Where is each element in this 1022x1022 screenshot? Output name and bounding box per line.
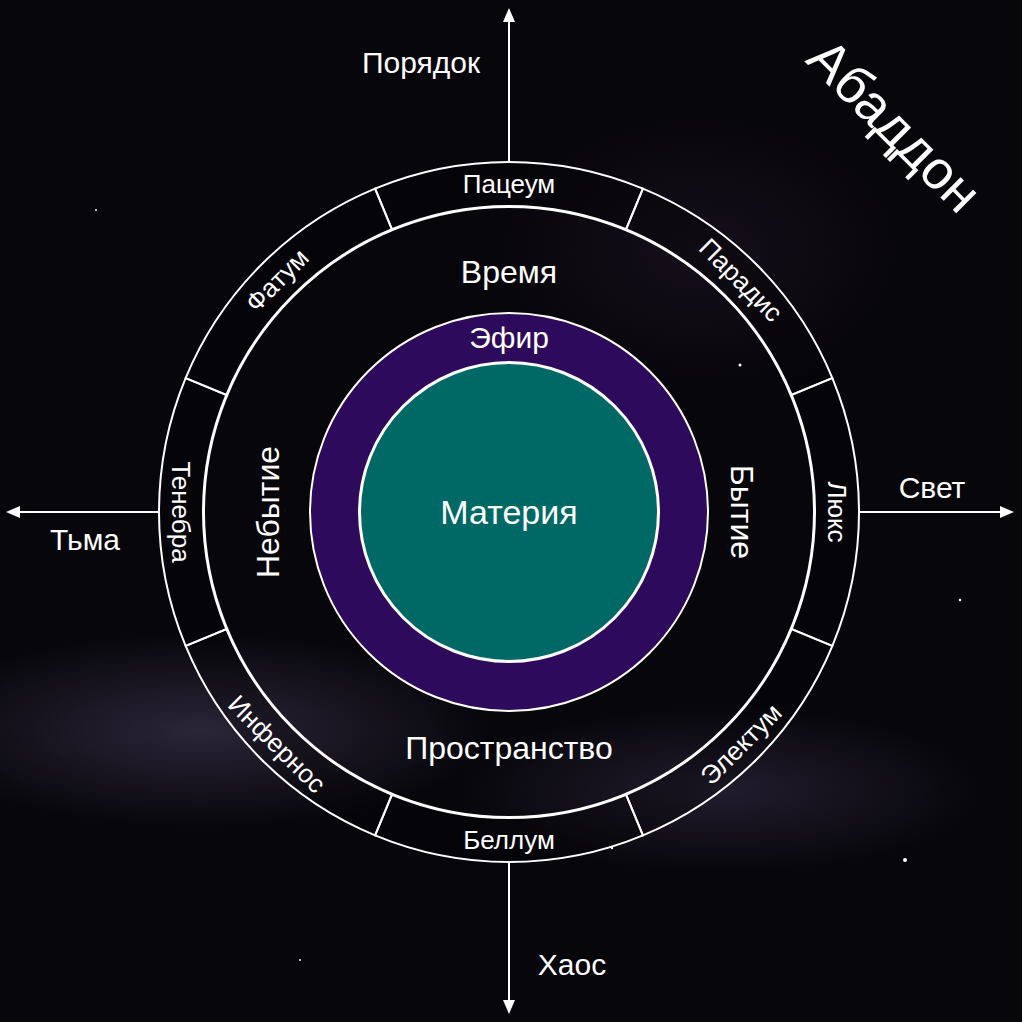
node-text: Люкс (824, 481, 850, 542)
segment-shape (375, 795, 643, 862)
middle-circle: ВремяБытиеПространство Небытие ЭфирМатерия (203, 206, 815, 818)
node-text: Эфир (469, 323, 549, 353)
axis-line (508, 862, 510, 1006)
segment-shape (159, 378, 226, 646)
arrowhead (503, 1000, 515, 1014)
star (95, 209, 97, 211)
axis-line (508, 16, 510, 162)
arrowhead (6, 506, 20, 518)
node-text: Время (461, 256, 557, 288)
node-text: Пространство (405, 732, 613, 764)
ring-inner (359, 362, 659, 662)
axis-label: Свет (899, 473, 966, 503)
node-text: Пацеум (463, 171, 556, 197)
core-circle: Материя (359, 362, 659, 662)
segment-shape (626, 189, 832, 395)
star (299, 959, 301, 961)
node-text: Небытие (252, 446, 284, 578)
segment-shape (186, 629, 392, 835)
axis-label: Тьма (50, 525, 120, 555)
circle-shape (204, 207, 814, 817)
circle-shape (360, 363, 658, 661)
star (739, 364, 742, 367)
diagram-title: Абаддон (799, 29, 992, 222)
node-text: Беллум (463, 827, 555, 853)
star (903, 858, 907, 862)
segment-shape (792, 378, 859, 646)
node-text: Тенебра (168, 461, 194, 562)
axis-label: Порядок (362, 48, 480, 78)
arrowheads (6, 8, 1014, 1014)
segment-shape (375, 162, 643, 229)
axis-line (12, 511, 159, 513)
arrowhead (503, 8, 515, 22)
arrowhead (1000, 506, 1014, 518)
segment-shape (186, 189, 392, 395)
node-text: Инфернос (224, 690, 331, 797)
node-text: Материя (440, 495, 577, 529)
axis-line (859, 511, 1008, 513)
ring-outer (310, 313, 708, 711)
axis-label: Хаос (538, 950, 606, 980)
segment-shape (626, 629, 832, 835)
aether-ring: ЭфирМатерия (309, 312, 709, 712)
axes (12, 16, 1008, 1006)
star (959, 599, 961, 601)
node-text: Бытие (726, 465, 758, 559)
